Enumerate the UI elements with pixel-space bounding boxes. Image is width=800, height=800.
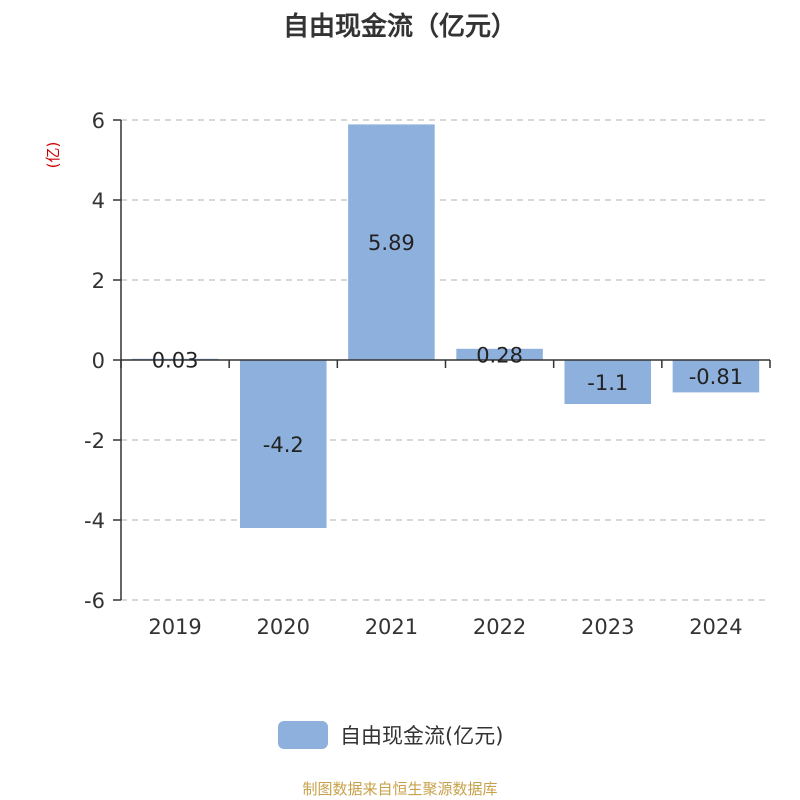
- data-label: -0.81: [689, 365, 743, 389]
- data-label: 0.28: [476, 343, 523, 367]
- y-tick-label: -2: [84, 429, 105, 453]
- y-axis-label: (亿): [44, 142, 62, 169]
- y-tick-label: 4: [92, 189, 105, 213]
- bars: [131, 124, 760, 528]
- x-tick-label: 2022: [473, 615, 526, 639]
- source-note: 制图数据来自恒生聚源数据库: [302, 780, 498, 798]
- data-label: 5.89: [368, 231, 415, 255]
- data-labels: 0.03 -4.2 5.89 0.28 -1.1 -0.81: [152, 231, 743, 457]
- chart-title: 自由现金流（亿元）: [282, 12, 517, 42]
- x-tick-label: 2023: [581, 615, 634, 639]
- x-tick-label: 2021: [365, 615, 418, 639]
- bar-2021: [348, 124, 435, 361]
- legend-swatch: [278, 721, 328, 749]
- axes: 6 4 2 0 -2 -4 -6 2019 2020 2021 2022 2023 2024: [84, 109, 771, 639]
- legend[interactable]: 自由现金流(亿元): [278, 719, 503, 751]
- data-label: 0.03: [152, 348, 199, 372]
- bar-2022: [456, 348, 543, 360]
- bar-2024: [672, 360, 760, 393]
- y-tick-label: 0: [92, 349, 105, 373]
- y-tick-label: -4: [84, 509, 105, 533]
- legend-label: 自由现金流(亿元): [340, 724, 504, 748]
- bar-2020: [239, 360, 327, 528]
- data-label: -1.1: [587, 371, 628, 395]
- x-tick-label: 2020: [257, 615, 310, 639]
- y-tick-label: -6: [84, 589, 105, 613]
- x-tick-label: 2024: [689, 615, 742, 639]
- data-label: -4.2: [263, 433, 304, 457]
- bar-2023: [564, 360, 652, 404]
- y-tick-label: 6: [92, 109, 105, 133]
- x-tick-label: 2019: [148, 615, 201, 639]
- y-tick-label: 2: [92, 269, 105, 293]
- gridlines: [121, 119, 770, 601]
